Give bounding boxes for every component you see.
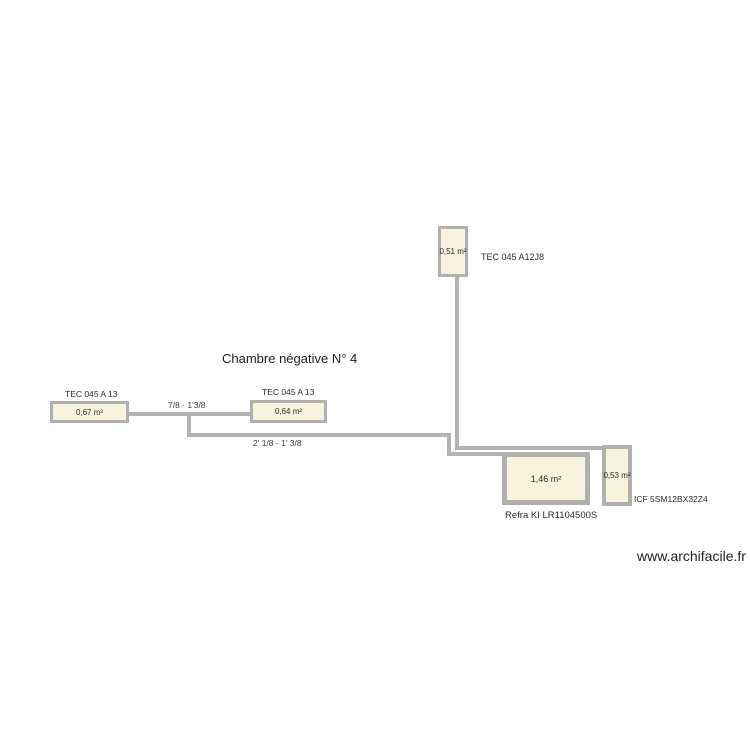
- component-area-label: 0,51 m²: [439, 247, 467, 256]
- archifacile-watermark[interactable]: www.archifacile.fr: [637, 548, 746, 564]
- component-box-refra[interactable]: 1,46 m²: [502, 452, 590, 505]
- pipe-dimension-label-upper: 7/8 - 1'3/8: [168, 400, 206, 410]
- component-area-label: 0,64 m²: [274, 407, 303, 416]
- pipe-vertical-drop-to-refra[interactable]: [447, 433, 451, 455]
- component-label-tec-a12j8: TEC 045 A12J8: [481, 252, 545, 262]
- pipe-horizontal-to-icf[interactable]: [455, 446, 602, 450]
- component-area-label: 0,67 m²: [75, 407, 104, 417]
- pipe-tee-drop[interactable]: [187, 412, 191, 437]
- component-box-tec-a13-right[interactable]: 0,64 m²: [250, 400, 327, 423]
- component-box-tec-a13-left[interactable]: 0,67 m²: [50, 401, 129, 423]
- component-label-tec-a13-right: TEC 045 A 13: [262, 387, 315, 397]
- component-area-label: 0,53 m²: [603, 471, 631, 480]
- pipe-horizontal-to-refra[interactable]: [447, 452, 504, 456]
- plan-title: Chambre négative N° 4: [222, 351, 358, 366]
- component-area-label: 1,46 m²: [530, 473, 562, 484]
- pipe-vertical-from-tec-a12j8[interactable]: [455, 275, 459, 448]
- component-box-icf[interactable]: 0,53 m²: [602, 445, 632, 506]
- component-box-tec-a12j8[interactable]: 0,51 m²: [438, 226, 468, 277]
- component-label-refra: Refra KI LR1104500S: [505, 510, 598, 521]
- pipe-horizontal-lower[interactable]: [187, 433, 451, 437]
- component-label-icf: ICF 5SM12BX32Z4: [634, 494, 708, 504]
- pipe-dimension-label-lower: 2' 1/8 - 1' 3/8: [253, 438, 302, 448]
- component-label-tec-a13-left: TEC 045 A 13: [65, 389, 118, 399]
